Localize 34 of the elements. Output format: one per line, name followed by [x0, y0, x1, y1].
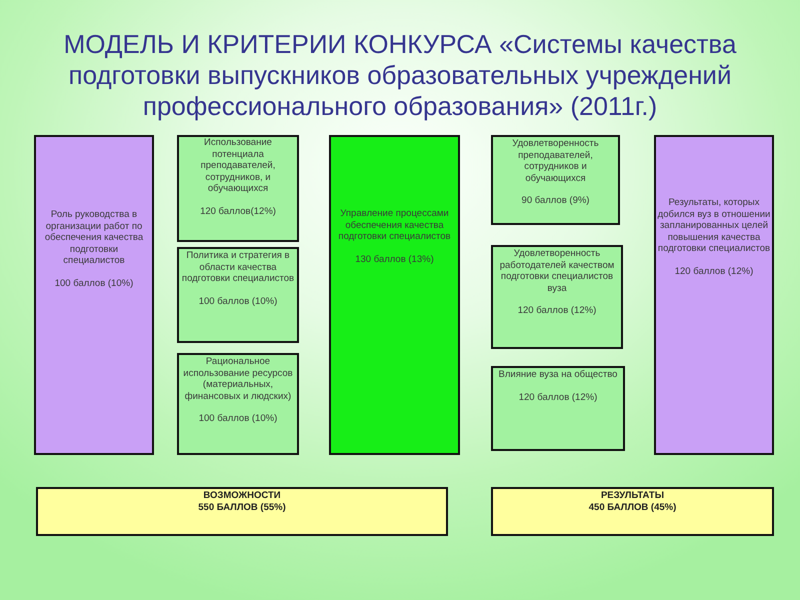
criterion-text: Удовлетворенность работодателей качеством подготовки специалистов вуза	[498, 248, 616, 294]
criterion-text: Удовлетворенность преподавателей, сотрудников и обучающихся	[511, 138, 600, 184]
criterion-text: Управление процессами обеспечения качества подготовки специалистов	[337, 208, 452, 242]
criterion-box	[491, 135, 620, 225]
criterion-text: Рациональное использование ресурсов (материальных, финансовых и людских)	[183, 356, 293, 402]
group-heading: ВОЗМОЖНОСТИ	[202, 490, 282, 502]
score-text: 100 баллов (10%)	[198, 413, 278, 424]
criterion-box	[329, 135, 460, 455]
score-text: 100 баллов (10%)	[54, 278, 134, 289]
score-text: 120 баллов (12%)	[516, 305, 598, 316]
criterion-box	[177, 135, 299, 242]
criterion-box	[491, 366, 625, 451]
criterion-box	[177, 353, 299, 455]
summary-box	[36, 487, 448, 536]
slide-title: МОДЕЛЬ И КРИТЕРИИ КОНКУРСА «Системы качества подготовки выпускников образовательных учреждений профессионального образования» (2011г.)	[62, 29, 738, 122]
criterion-box	[177, 247, 299, 343]
total-score: 550 БАЛЛОВ (55%)	[197, 502, 287, 513]
criterion-text: Политика и стратегия в области качества подготовки специалистов	[180, 250, 296, 284]
score-text: 120 баллов (12%)	[518, 392, 598, 403]
score-text: 130 баллов (13%)	[354, 254, 435, 265]
score-text: 120 баллов (12%)	[674, 266, 754, 277]
criterion-text: Результаты, которых добился вуз в отношении запланированных целей повышения качества подготовки специалистов	[657, 197, 771, 254]
criterion-box	[491, 245, 623, 349]
criterion-text: Использование потенциала преподавателей, сотрудников, и обучающихся	[200, 137, 276, 194]
group-heading: РЕЗУЛЬТАТЫ	[600, 490, 666, 502]
score-text: 90 баллов (9%)	[520, 195, 590, 206]
criterion-box	[34, 135, 154, 455]
score-text: 100 баллов (10%)	[198, 296, 278, 307]
summary-box	[491, 487, 774, 536]
criterion-text: Роль руководства в организации работ по обеспечения качества подготовки специалистов	[44, 209, 144, 266]
criterion-text: Влияние вуза на общество	[498, 369, 618, 380]
criterion-box	[654, 135, 774, 455]
total-score: 450 БАЛЛОВ (45%)	[588, 502, 678, 513]
score-text: 120 баллов(12%)	[199, 206, 277, 217]
